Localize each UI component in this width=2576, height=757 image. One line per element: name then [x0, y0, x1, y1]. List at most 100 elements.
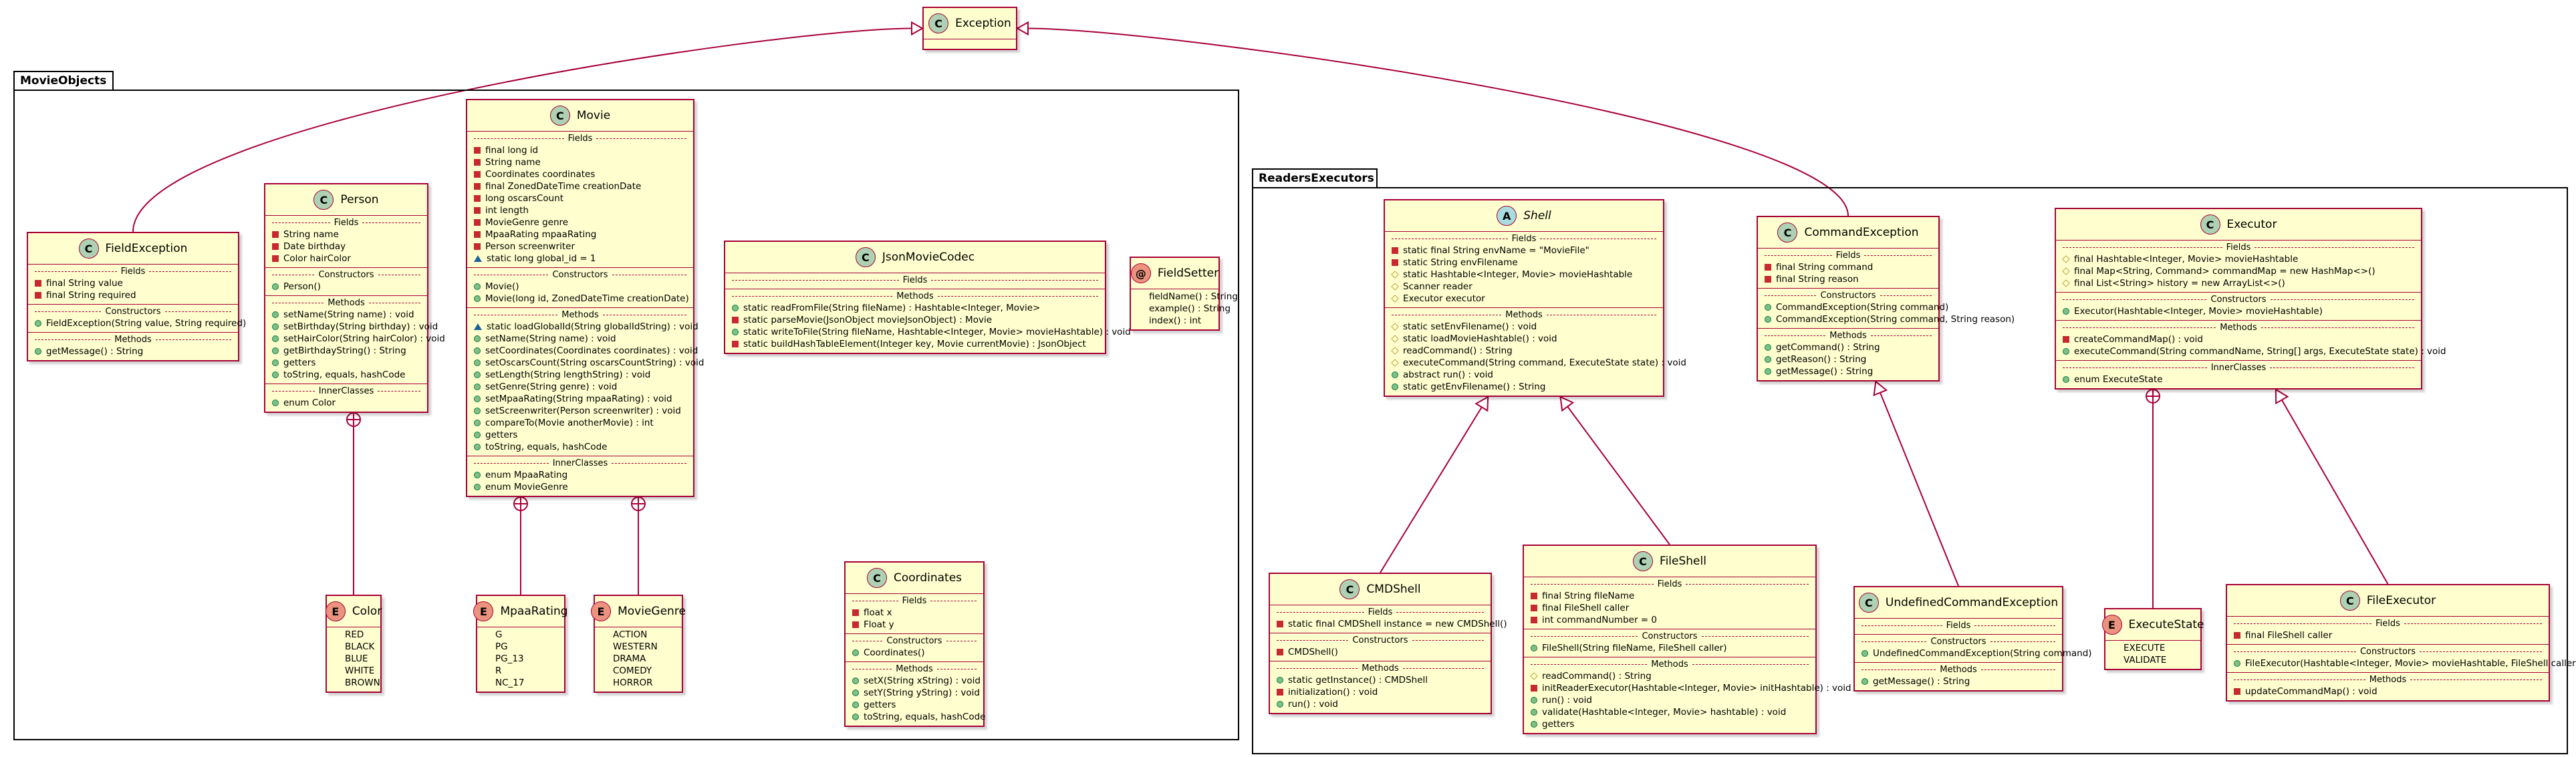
- inheritance-arrowhead-icon: [1873, 380, 1888, 397]
- class-member: getMessage() : String: [1765, 365, 1932, 377]
- private-visibility-icon: [1531, 593, 1537, 599]
- member-text: CommandException(String command, String …: [1776, 314, 2015, 325]
- inheritance-edge: [1380, 406, 1483, 573]
- private-visibility-icon: [1531, 617, 1537, 623]
- class-member: static Hashtable<Integer, Movie> movieHa…: [1391, 269, 1656, 281]
- member-text: final String reason: [1776, 274, 1859, 285]
- class-member: setLength(String lengthString) : void: [474, 369, 686, 381]
- section-label-text: Fields: [1368, 607, 1393, 617]
- public-visibility-icon: [1531, 721, 1537, 728]
- private-visibility-icon: [1531, 605, 1537, 611]
- member-text: final Map<String, Command> commandMap = …: [2074, 266, 2375, 277]
- section-label-text: Methods: [1505, 310, 1543, 320]
- class-member: getMessage() : String: [35, 345, 231, 357]
- member-text: getters: [283, 357, 316, 368]
- public-visibility-icon: [2063, 308, 2069, 315]
- private-visibility-icon: [474, 159, 481, 166]
- member-text: CommandException(String command): [1776, 302, 1949, 313]
- class-member: final ZonedDateTime creationDate: [474, 180, 686, 192]
- section-label-text: Constructors: [318, 270, 374, 280]
- private-visibility-icon: [474, 183, 481, 190]
- member-text: readCommand() : String: [1403, 345, 1513, 356]
- package-visibility-icon: [474, 255, 482, 262]
- class-member: static loadGlobalId(String globalIdStrin…: [474, 321, 698, 333]
- section-label: Constructors: [1765, 290, 1932, 301]
- public-visibility-icon: [474, 472, 481, 478]
- member-text: getters: [1542, 719, 1575, 730]
- class-member: static String envFilename: [1392, 257, 1656, 269]
- member-text: setBirthday(String birthday) : void: [283, 321, 438, 332]
- protected-visibility-icon: [1391, 283, 1399, 291]
- public-visibility-icon: [272, 359, 279, 366]
- none-visibility-icon: [334, 667, 340, 674]
- member-text: static setEnvFilename() : void: [1403, 321, 1537, 332]
- member-text: FileExecutor(Hashtable<Integer, Movie> m…: [2245, 658, 2576, 669]
- class-name: FieldException: [105, 242, 188, 255]
- inheritance-edge: [2281, 400, 2389, 585]
- member-text: setMpaaRating(String mpaaRating) : void: [485, 394, 672, 404]
- class-member: static readFromFile(String fileName) : H…: [732, 302, 1098, 314]
- class-member: readCommand() : String: [1391, 345, 1656, 357]
- class-member: index() : int: [1138, 315, 1212, 327]
- class-member: String name: [474, 156, 686, 168]
- public-visibility-icon: [272, 311, 279, 318]
- class-member: getMessage() : String: [1861, 675, 2055, 688]
- none-visibility-icon: [2112, 657, 2119, 663]
- class-member: setName(String name) : void: [474, 333, 686, 345]
- member-text: MpaaRating mpaaRating: [485, 229, 597, 240]
- member-text: updateCommandMap() : void: [2245, 686, 2377, 697]
- class-member: BLACK: [334, 641, 374, 653]
- member-text: setName(String name) : void: [485, 333, 616, 344]
- class-member: final String fileName: [1531, 590, 1809, 602]
- member-text: Person(): [283, 281, 321, 292]
- inheritance-arrowhead-icon: [911, 21, 924, 36]
- class-member: getters: [852, 699, 977, 711]
- public-visibility-icon: [474, 335, 481, 342]
- public-visibility-icon: [474, 408, 481, 414]
- private-visibility-icon: [732, 317, 739, 323]
- member-text: BROWN: [345, 677, 380, 688]
- package-movieobjects: [13, 90, 1239, 740]
- member-text: G: [495, 629, 503, 640]
- public-visibility-icon: [474, 396, 481, 402]
- private-visibility-icon: [1392, 259, 1398, 266]
- class-member: final FileShell caller: [2234, 629, 2542, 641]
- class-name: Shell: [1523, 209, 1551, 222]
- class-member: toString, equals, hashCode: [474, 441, 686, 453]
- class-member: setCoordinates(Coordinates coordinates) …: [474, 345, 698, 357]
- class-member: final List<String> history = new ArrayLi…: [2062, 277, 2414, 289]
- class-member: static loadMovieHashtable() : void: [1391, 333, 1656, 345]
- member-text: UndefinedCommandException(String command…: [1873, 648, 2092, 659]
- private-visibility-icon: [1277, 621, 1283, 627]
- member-text: Executor(Hashtable<Integer, Movie> movie…: [2074, 306, 2323, 317]
- member-text: compareTo(Movie anotherMovie) : int: [485, 418, 654, 428]
- section-label-text: Fields: [1946, 621, 1971, 631]
- section-label: InnerClasses: [272, 386, 420, 397]
- member-text: getters: [864, 700, 896, 710]
- class-member: R: [484, 665, 557, 677]
- member-text: setOscarsCount(String oscarsCountString)…: [485, 357, 704, 368]
- public-visibility-icon: [474, 432, 481, 438]
- section-label-text: Constructors: [2210, 295, 2267, 305]
- protected-visibility-icon: [1391, 295, 1399, 303]
- section-label: Methods: [1531, 659, 1809, 670]
- member-text: Executor executor: [1403, 293, 1485, 304]
- member-text: createCommandMap() : void: [2074, 334, 2203, 345]
- class-member: example() : String: [1138, 303, 1231, 315]
- member-text: final String command: [1776, 262, 1874, 273]
- private-visibility-icon: [852, 621, 859, 628]
- member-text: String name: [485, 157, 541, 168]
- class-member: static getInstance() : CMDShell: [1277, 674, 1484, 686]
- public-visibility-icon: [474, 283, 481, 290]
- class-member: enum ExecuteState: [2063, 373, 2414, 386]
- public-visibility-icon: [1861, 678, 1868, 685]
- class-member: Executor(Hashtable<Integer, Movie> movie…: [2063, 305, 2414, 317]
